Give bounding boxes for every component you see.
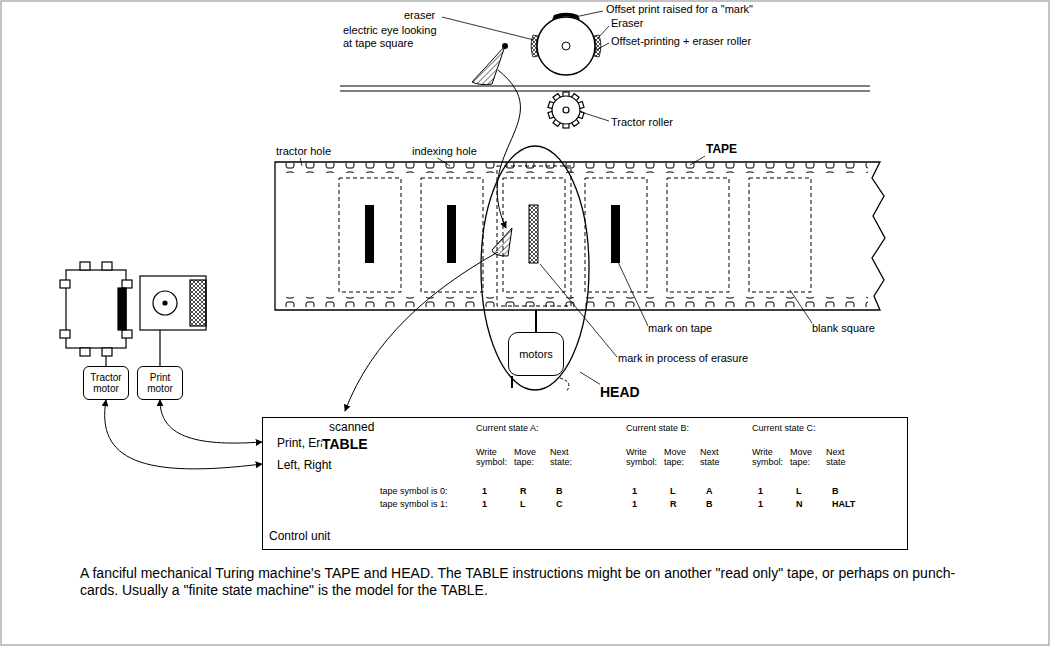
table-cell: N	[796, 499, 803, 509]
node-text: Left, Right	[277, 459, 332, 473]
node-text: Print motor	[140, 372, 180, 395]
table-cell: Move tape:	[664, 447, 698, 468]
motors-box: motors	[508, 332, 564, 376]
table-cell: Current state C:	[752, 423, 842, 433]
part-label: eraser	[404, 9, 435, 22]
table-cell: L	[796, 486, 802, 496]
table-cell: Current state A:	[476, 423, 566, 433]
print-motor-box: Print motor	[137, 366, 183, 400]
table-cell: Write symbol:	[752, 447, 786, 468]
table-cell: B	[706, 499, 713, 509]
signal-wire	[105, 400, 262, 469]
part-label: Tractor roller	[611, 116, 673, 129]
table-cell: Write symbol:	[626, 447, 660, 468]
table-cell: Move tape:	[790, 447, 824, 468]
table-cell: 1	[482, 486, 487, 496]
table-cell: 1	[482, 499, 487, 509]
part-label: blank square	[812, 322, 875, 335]
node-text: motors	[519, 348, 553, 361]
part-label: mark on tape	[648, 322, 712, 335]
figure-caption: A fanciful mechanical Turing machine's T…	[80, 565, 980, 599]
table-cell: Write symbol:	[476, 447, 510, 468]
table-cell: Next state	[700, 447, 734, 468]
table-cell: C	[556, 499, 563, 509]
part-label: TAPE	[706, 143, 737, 157]
part-label: mark in process of erasure	[618, 352, 748, 365]
table-cell: Current state B:	[626, 423, 716, 433]
signal-wire	[160, 400, 262, 443]
tractor-motor-box: Tractor motor	[83, 366, 129, 400]
table-cell: tape symbol is 1:	[380, 499, 448, 509]
table-cell: R	[520, 486, 527, 496]
table-cell: R	[670, 499, 677, 509]
table-cell: Next state:	[550, 447, 584, 468]
table-cell: Next state	[826, 447, 860, 468]
part-label: electric eye looking at tape square	[343, 24, 447, 49]
table-cell: A	[706, 486, 713, 496]
table-cell: TABLE	[322, 436, 368, 452]
table-cell: 1	[758, 499, 763, 509]
table-cell: L	[520, 499, 526, 509]
table-cell: Move tape:	[514, 447, 548, 468]
part-label: Offset-printing + eraser roller	[611, 35, 751, 48]
part-label: indexing hole	[412, 145, 477, 158]
table-cell: B	[556, 486, 563, 496]
table-cell: 1	[632, 486, 637, 496]
part-label: tractor hole	[276, 145, 331, 158]
table-cell: L	[670, 486, 676, 496]
part-label: HEAD	[600, 384, 640, 400]
part-label: Eraser	[611, 17, 643, 30]
node-text: Control unit	[269, 530, 330, 544]
table-cell: tape symbol is 0:	[380, 486, 448, 496]
part-label: Offset print raised for a "mark"	[606, 3, 753, 16]
table-cell: 1	[758, 486, 763, 496]
node-text: Tractor motor	[86, 372, 126, 395]
table-cell: HALT	[832, 499, 855, 509]
table-cell: B	[832, 486, 839, 496]
table-cell: 1	[632, 499, 637, 509]
